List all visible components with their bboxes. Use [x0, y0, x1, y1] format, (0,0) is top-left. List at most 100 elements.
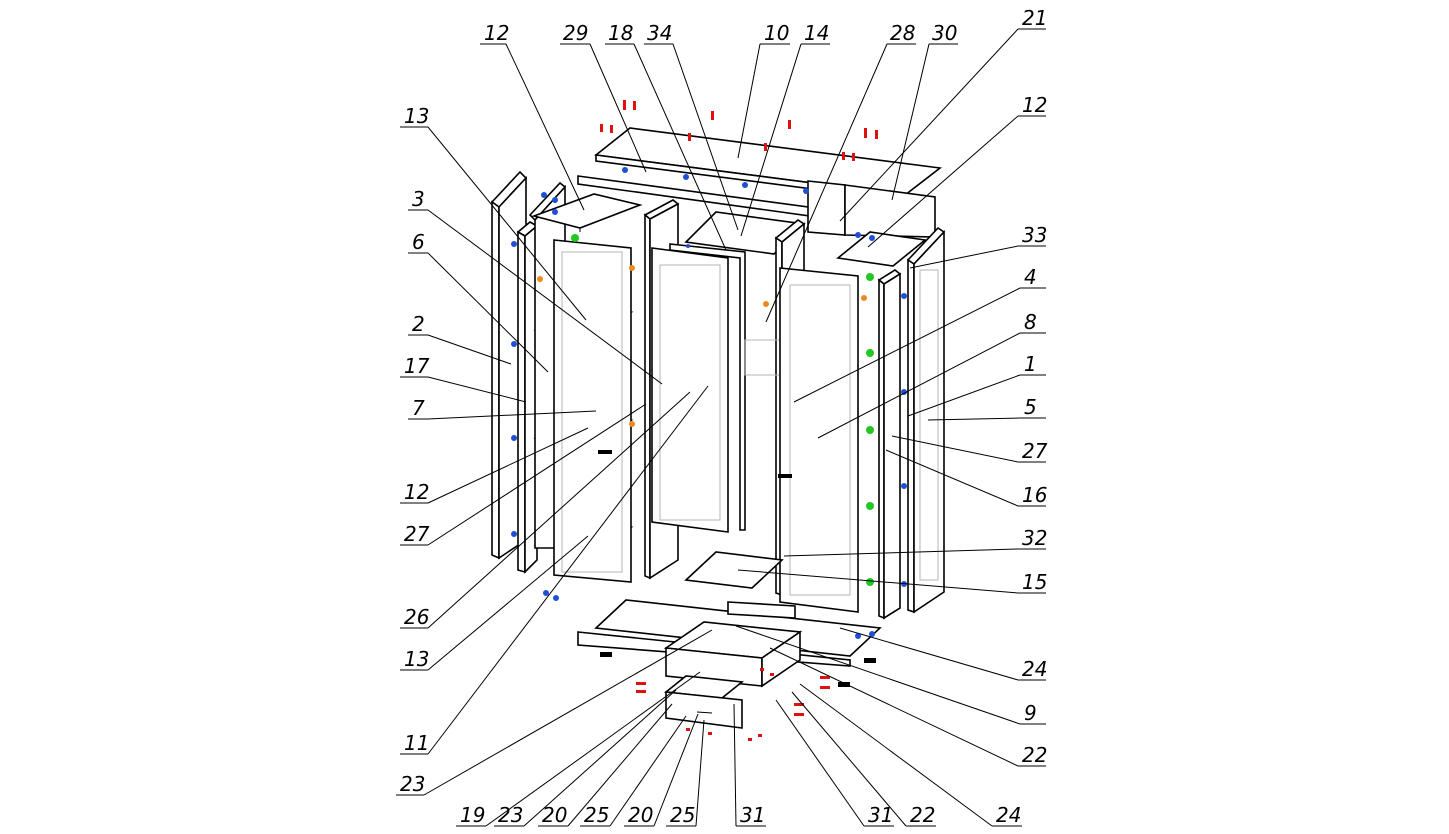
callout-18: 18: [605, 21, 727, 251]
callout-12-left: 12: [400, 427, 589, 504]
svg-text:13: 13: [404, 647, 429, 671]
callout-28: 28: [765, 21, 916, 323]
callout-20-b: 20: [624, 713, 699, 827]
left-inner-partition: [516, 221, 539, 574]
callout-20-a: 20: [538, 703, 673, 827]
top-panel: [577, 127, 943, 238]
door-handles: [598, 450, 876, 687]
callout-22-right: 22: [769, 647, 1047, 767]
callout-12-top-right: 12: [867, 93, 1047, 248]
svg-text:5: 5: [1024, 395, 1037, 419]
svg-text:17: 17: [404, 354, 430, 378]
svg-text:22: 22: [910, 803, 935, 827]
svg-text:25: 25: [670, 803, 695, 827]
right-door: [779, 267, 859, 613]
callout-6: 6: [408, 230, 549, 373]
callout-23-left: 23: [396, 629, 713, 796]
callout-25-a: 25: [580, 715, 687, 827]
callout-5: 5: [927, 395, 1046, 421]
callout-26: 26: [400, 391, 691, 629]
callout-7: 7: [408, 396, 597, 420]
callout-2: 2: [408, 312, 512, 365]
callout-34: 34: [644, 21, 739, 231]
callout-30: 30: [891, 21, 958, 201]
callout-1: 1: [907, 352, 1046, 417]
callout-13-lower: 13: [400, 535, 589, 671]
callout-8: 8: [817, 310, 1046, 439]
callout-14: 14: [740, 21, 830, 237]
right-inner-partition: [877, 269, 902, 620]
svg-text:4: 4: [1024, 265, 1037, 289]
svg-text:9: 9: [1024, 701, 1037, 725]
svg-text:23: 23: [498, 803, 523, 827]
svg-text:3: 3: [412, 187, 425, 211]
callout-24-bottom: 24: [799, 683, 1022, 827]
confirmat-fittings: [571, 234, 874, 586]
svg-text:6: 6: [412, 230, 425, 254]
svg-text:14: 14: [804, 21, 829, 45]
callout-10: 10: [737, 21, 790, 159]
callout-16: 16: [885, 449, 1047, 507]
svg-text:10: 10: [764, 21, 789, 45]
callout-24-right: 24: [839, 627, 1047, 681]
callout-27-right: 27: [891, 435, 1048, 463]
callout-27-left: 27: [400, 403, 647, 546]
svg-text:34: 34: [647, 21, 672, 45]
svg-text:13: 13: [404, 104, 429, 128]
svg-text:33: 33: [1022, 223, 1047, 247]
upper-left-shelf: [531, 193, 643, 232]
callout-22-bottom: 22: [791, 691, 936, 827]
callout-25-b: 25: [666, 719, 705, 827]
callout-11: 11: [400, 385, 709, 755]
svg-text:18: 18: [608, 21, 633, 45]
callout-31-b: 31: [775, 699, 894, 827]
drawer-front: [663, 675, 745, 729]
center-door: [651, 243, 746, 533]
svg-text:24: 24: [1022, 657, 1047, 681]
svg-text:25: 25: [584, 803, 609, 827]
callout-12-top-left: 12: [480, 21, 585, 211]
svg-text:24: 24: [996, 803, 1021, 827]
upper-right-shelf: [836, 231, 927, 267]
callout-3: 3: [408, 187, 663, 385]
svg-text:29: 29: [563, 21, 588, 45]
svg-text:12: 12: [404, 480, 429, 504]
callout-17: 17: [400, 354, 527, 403]
svg-text:19: 19: [460, 803, 485, 827]
svg-text:11: 11: [404, 731, 429, 755]
callout-9: 9: [735, 625, 1046, 725]
svg-text:21: 21: [1022, 6, 1047, 30]
svg-text:31: 31: [740, 803, 765, 827]
svg-text:12: 12: [1022, 93, 1047, 117]
dowel-fittings: [600, 100, 878, 741]
callout-31-a: 31: [733, 703, 766, 827]
svg-text:7: 7: [412, 396, 425, 420]
callout-32: 32: [783, 526, 1047, 557]
svg-text:32: 32: [1022, 526, 1047, 550]
right-outer-side-panel: [906, 226, 946, 614]
svg-text:20: 20: [628, 803, 653, 827]
svg-text:15: 15: [1022, 570, 1047, 594]
hinge-fittings: [537, 265, 867, 427]
svg-text:20: 20: [542, 803, 567, 827]
callout-19: 19: [456, 671, 701, 827]
svg-text:27: 27: [404, 522, 430, 546]
svg-text:27: 27: [1022, 439, 1048, 463]
cam-fittings: [511, 167, 907, 639]
svg-text:8: 8: [1024, 310, 1037, 334]
callout-21: 21: [839, 6, 1047, 222]
svg-text:12: 12: [484, 21, 509, 45]
svg-text:1: 1: [1024, 352, 1037, 376]
svg-text:22: 22: [1022, 743, 1047, 767]
callout-29: 29: [560, 21, 647, 173]
wardrobe-exploded-view: [490, 100, 946, 741]
callout-33: 33: [909, 223, 1047, 269]
svg-text:28: 28: [890, 21, 915, 45]
svg-text:23: 23: [400, 772, 425, 796]
callouts: 12 29 18 34 10 14 28: [396, 6, 1048, 827]
svg-text:2: 2: [412, 312, 425, 336]
callout-23-bottom: 23: [494, 689, 677, 827]
svg-text:16: 16: [1022, 483, 1047, 507]
callout-13-upper: 13: [400, 104, 587, 321]
